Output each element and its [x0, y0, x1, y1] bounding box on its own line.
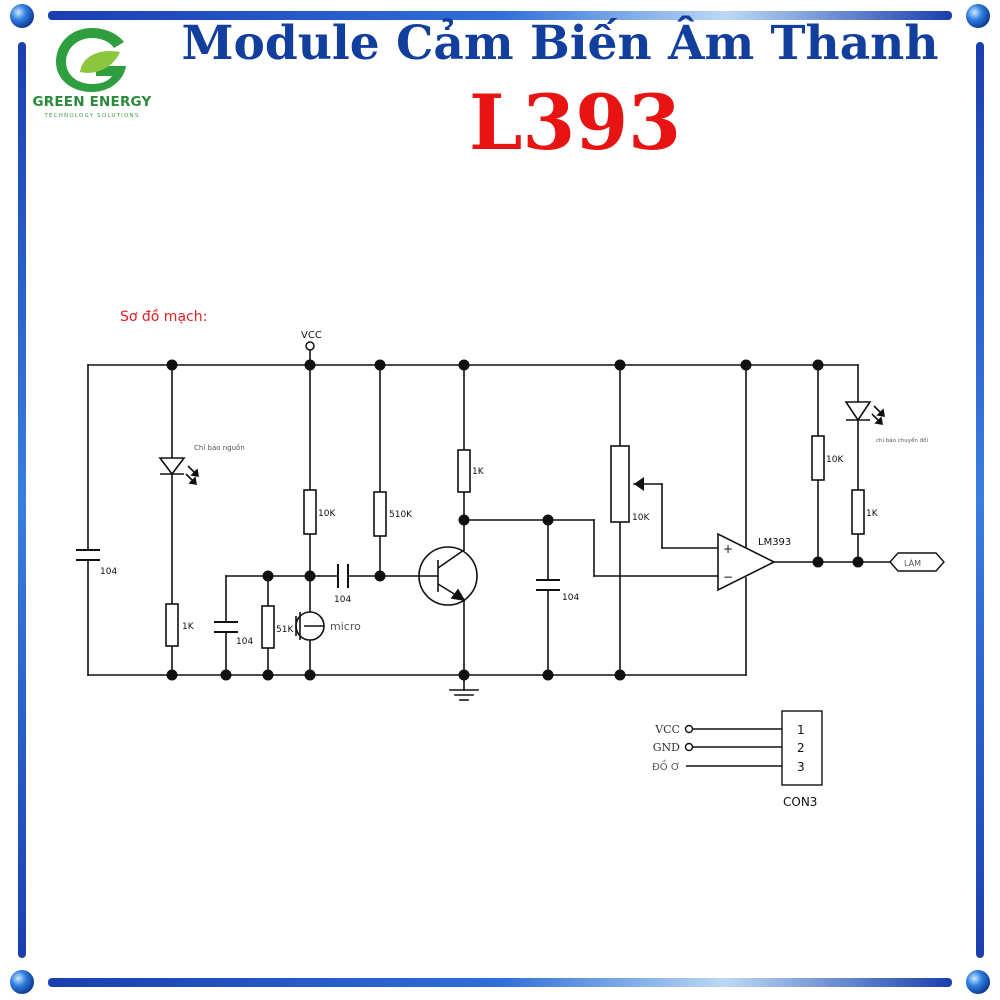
connector-pin-terminal — [684, 724, 694, 734]
resistor-collector — [457, 449, 471, 493]
power-led-icon — [158, 457, 199, 485]
comparator-icon — [717, 532, 776, 592]
resistor-51k — [261, 605, 275, 649]
microphone-icon — [295, 611, 325, 641]
r-51k-value: 51K — [276, 625, 294, 635]
switch-led-icon — [844, 401, 885, 425]
r-collector-value: 1K — [472, 467, 485, 477]
frame-top-bar — [48, 11, 952, 20]
c1-value: 104 — [100, 567, 117, 577]
frame-corner-dot — [10, 4, 34, 28]
power-led-label: Chỉ báo nguồn — [194, 444, 245, 452]
connector-con3 — [781, 710, 823, 786]
r-led1-value: 1K — [182, 622, 195, 632]
r-pullup-value: 10K — [826, 455, 844, 465]
mic-label: micro — [330, 620, 361, 633]
switch-led-label: chỉ báo chuyển đổi — [876, 437, 928, 444]
r-510k-value: 510K — [389, 510, 413, 520]
resistor-led1 — [165, 603, 179, 647]
vcc-label: VCC — [301, 330, 322, 341]
brand-logo: GREEN ENERGY TECHNOLOGY SOLUTIONS — [22, 22, 162, 132]
pot-wiper-arrow — [634, 477, 644, 491]
c-couple-value: 104 — [334, 595, 351, 605]
connector-pin-number: 3 — [797, 760, 805, 774]
pot-value: 10K — [632, 513, 650, 523]
section-label: Sơ đồ mạch: — [120, 308, 207, 325]
comparator-minus: − — [723, 570, 733, 584]
transistor-icon — [418, 546, 478, 606]
connector-name: CON3 — [783, 795, 817, 809]
frame-left-bar — [18, 42, 26, 958]
connector-pin-terminal — [684, 742, 694, 752]
junction-dots — [166, 359, 864, 681]
frame-bottom-bar — [48, 978, 952, 987]
resistor-led2 — [851, 489, 865, 535]
output-flag — [889, 552, 945, 572]
c2-value: 104 — [236, 637, 253, 647]
comparator-label: LM393 — [758, 537, 791, 548]
resistor-510k — [373, 491, 387, 537]
connector-pin-label: ĐỒ Ơ — [652, 759, 680, 773]
output-label: LÀM — [904, 557, 921, 568]
frame-corner-dot — [966, 4, 990, 28]
comparator-plus: + — [723, 542, 733, 556]
r-led2-value: 1K — [866, 509, 879, 519]
resistor-10k-bias — [303, 489, 317, 535]
page-title: Module Cảm Biến Âm Thanh — [181, 16, 939, 71]
frame-right-bar — [976, 42, 984, 958]
resistor-pullup — [811, 435, 825, 481]
frame-corner-dot — [966, 970, 990, 994]
page-subtitle: L393 — [468, 78, 682, 167]
c3-value: 104 — [562, 593, 579, 603]
potentiometer — [610, 445, 630, 523]
r-10k-bias-value: 10K — [318, 509, 336, 519]
vcc-terminal-icon — [305, 341, 315, 351]
brand-name: GREEN ENERGY — [32, 94, 152, 110]
frame-corner-dot — [10, 970, 34, 994]
connector-pin-number: 1 — [797, 723, 805, 737]
connector-pin-number: 2 — [797, 741, 805, 755]
leaf-g-icon — [56, 28, 126, 92]
connector-pin-label: VCC — [654, 723, 680, 736]
brand-tagline: TECHNOLOGY SOLUTIONS — [44, 113, 140, 119]
connector-pin-label: GND — [653, 741, 680, 754]
